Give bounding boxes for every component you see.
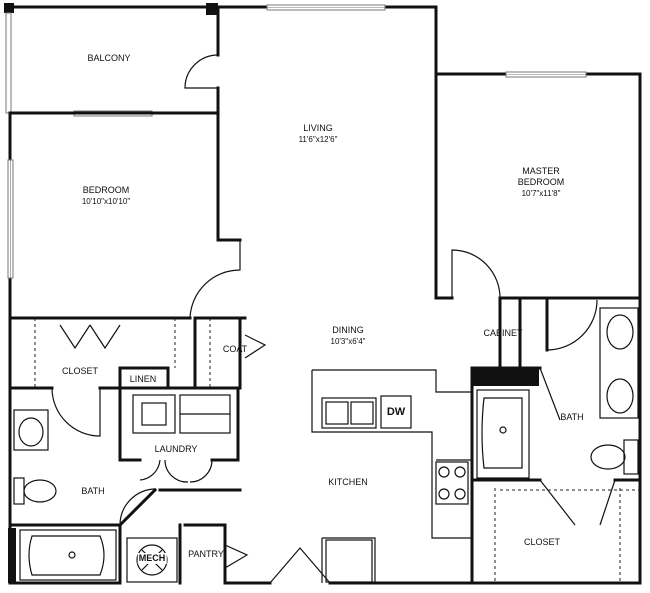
dishwasher-label: DW <box>387 407 405 418</box>
living-label: LIVING 11'6"x12'6" <box>299 123 338 145</box>
corner-post <box>206 3 218 15</box>
room-name: LIVING <box>303 123 333 133</box>
dining-label: DINING 10'3"x6'4" <box>331 325 366 347</box>
room-name: CLOSET <box>61 366 99 376</box>
room-name: BATH <box>81 486 105 496</box>
appliance-name: DW <box>386 406 406 418</box>
room-name: BEDROOM <box>82 185 130 195</box>
coat-label: COAT <box>223 344 247 355</box>
room-name: BATH <box>560 412 584 422</box>
windows <box>5 4 587 279</box>
room-name: LAUNDRY <box>154 444 198 454</box>
closet-left-label: CLOSET <box>62 366 98 377</box>
room-name: MECH <box>138 553 166 563</box>
room-name: CLOSET <box>523 537 561 547</box>
interior-walls <box>8 5 642 585</box>
room-name: PANTRY <box>188 549 224 559</box>
closet-shelves <box>34 318 640 583</box>
room-name: MASTER <box>522 166 560 176</box>
balcony-label: BALCONY <box>87 53 130 64</box>
bath-left-label: BATH <box>81 486 104 497</box>
room-name: KITCHEN <box>328 477 368 487</box>
laundry-label: LAUNDRY <box>155 444 198 455</box>
cabinet-label: CABINET <box>483 328 522 339</box>
room-name: LINEN <box>129 374 157 384</box>
room-name: BEDROOM <box>517 177 565 187</box>
master-bedroom-label: MASTER BEDROOM 10'7"x11'8" <box>518 166 565 199</box>
kitchen-label: KITCHEN <box>328 477 368 488</box>
bedroom-label: BEDROOM 10'10"x10'10" <box>82 185 130 207</box>
room-name: COAT <box>222 344 248 354</box>
room-name: DINING <box>332 325 364 335</box>
room-dims: 10'3"x6'4" <box>330 337 366 346</box>
room-dims: 11'6"x12'6" <box>298 135 338 144</box>
doors <box>51 54 616 584</box>
fixtures <box>13 307 639 583</box>
mech-label: MECH <box>137 553 167 564</box>
wall-block <box>8 528 16 583</box>
linen-label: LINEN <box>130 374 157 385</box>
bath-right-label: BATH <box>560 412 583 423</box>
room-name: BALCONY <box>87 53 131 63</box>
room-dims: 10'7"x11'8" <box>521 189 561 198</box>
room-name: CABINET <box>483 328 523 338</box>
pantry-label: PANTRY <box>188 549 224 560</box>
closet-right-label: CLOSET <box>524 537 560 548</box>
room-dims: 10'10"x10'10" <box>81 197 131 206</box>
corner-post <box>4 3 14 13</box>
